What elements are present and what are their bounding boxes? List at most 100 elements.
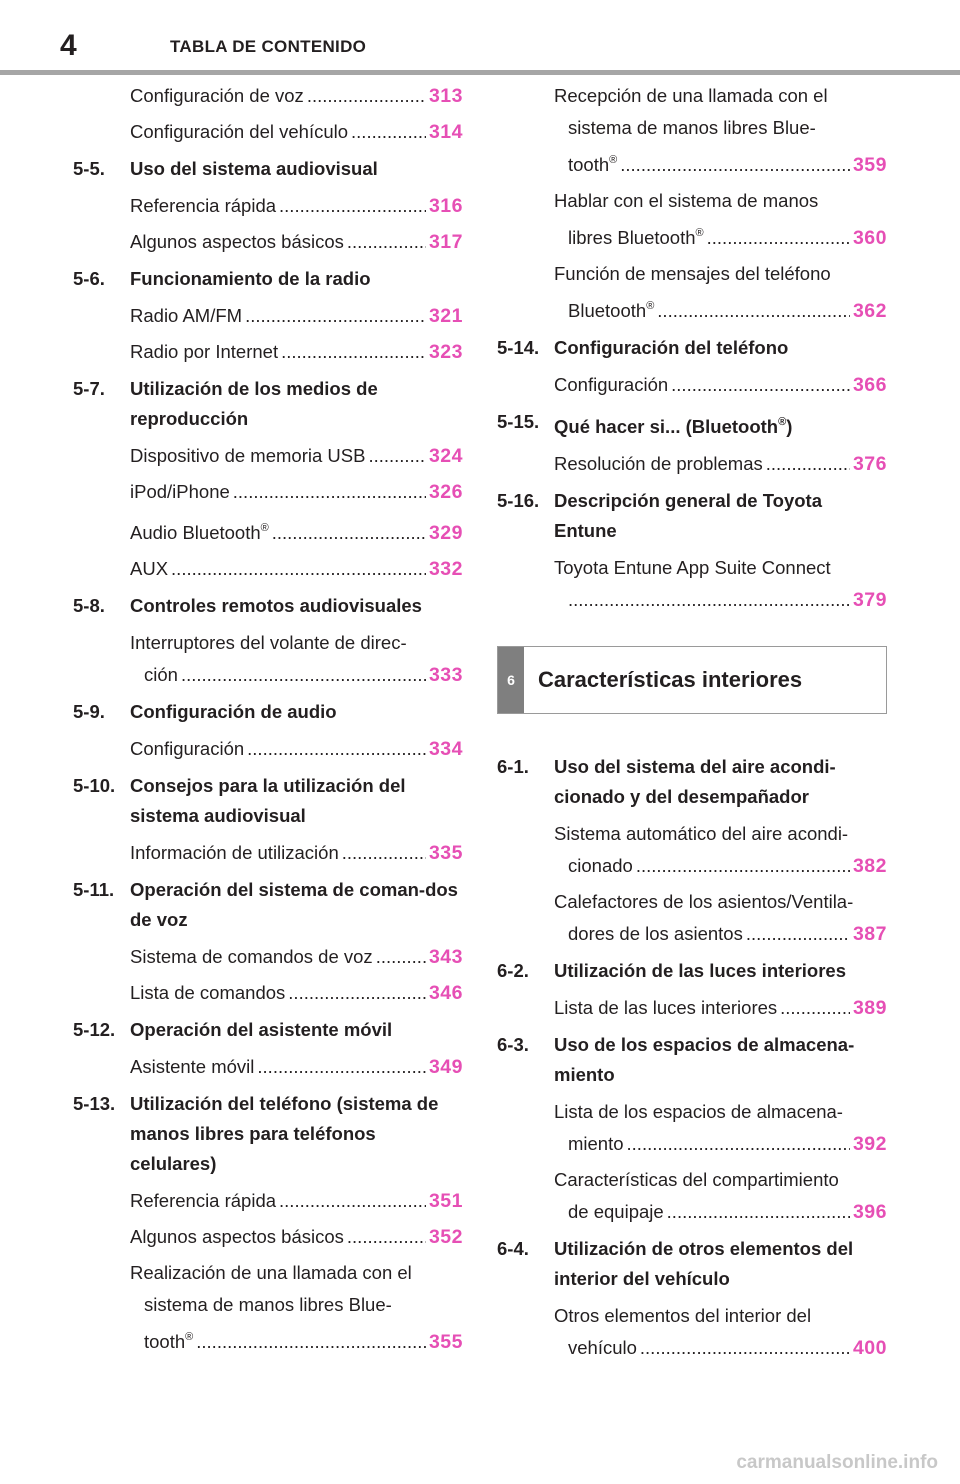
toc-entry[interactable]: Realización de una llamada con el sistem… [130, 1255, 463, 1360]
page-link[interactable]: 389 [852, 997, 887, 1019]
toc-section: 5-16.Descripción general de Toyota Entun… [497, 482, 887, 550]
toc-entry[interactable]: Sistema automático del aire acondi- cion… [554, 816, 887, 884]
toc-entry[interactable]: Radio AM/FM 321 [130, 298, 463, 334]
entry-text-cont: sistema de manos libres Blue- [568, 117, 816, 138]
entry-text: Sistema de comandos de voz [130, 946, 373, 967]
section-title: Operación del sistema de coman-dos de vo… [130, 879, 458, 930]
leader-dots [568, 584, 850, 616]
page-link[interactable]: 359 [852, 154, 887, 176]
page-link[interactable]: 351 [428, 1190, 463, 1212]
toc-entry[interactable]: Función de mensajes del teléfono Bluetoo… [554, 256, 887, 329]
page-link[interactable]: 314 [428, 121, 463, 143]
entry-text-main: Audio Bluetooth [130, 522, 261, 543]
page-link[interactable]: 355 [428, 1331, 463, 1353]
entry-text-cont: sistema de manos libres Blue- [144, 1294, 392, 1315]
entry-text: iPod/iPhone [130, 481, 230, 502]
page-link[interactable]: 317 [428, 231, 463, 253]
toc-section: 5-9.Configuración de audio [73, 693, 463, 731]
section-number: 6-4. [497, 1238, 529, 1259]
section-title: Uso del sistema audiovisual [130, 158, 378, 179]
page-link[interactable]: 321 [428, 305, 463, 327]
entry-text: Radio AM/FM [130, 305, 243, 326]
page-link[interactable]: 387 [852, 923, 887, 945]
registered-mark: ® [185, 1331, 194, 1343]
toc-entry[interactable]: Algunos aspectos básicos317 [130, 224, 463, 260]
page-link[interactable]: 382 [852, 855, 887, 877]
entry-text-cont: dores de los asientos [568, 923, 743, 944]
leader-dots [281, 336, 426, 368]
toc-entry[interactable]: Radio por Internet323 [130, 334, 463, 370]
entry-text-cont: miento [568, 1133, 624, 1154]
toc-entry[interactable]: Resolución de problemas376 [554, 446, 887, 482]
leader-dots [620, 149, 850, 181]
page-link[interactable]: 346 [428, 982, 463, 1004]
section-number: 5-5. [73, 158, 105, 179]
page-link[interactable]: 349 [428, 1056, 463, 1078]
toc-entry[interactable]: Configuración de voz313 [130, 78, 463, 114]
page-link[interactable]: 360 [852, 227, 887, 249]
page-link[interactable]: 326 [428, 481, 463, 503]
toc-entry[interactable]: Recepción de una llamada con el sistema … [554, 78, 887, 183]
page-link[interactable]: 316 [428, 195, 463, 217]
toc-entry[interactable]: Características del compartimiento de eq… [554, 1162, 887, 1230]
section-number: 5-9. [73, 701, 105, 722]
entry-text-main: tooth [568, 154, 610, 175]
section-number: 5-13. [73, 1093, 116, 1114]
toc-entry[interactable]: Configuración334 [130, 731, 463, 767]
page-link[interactable]: 396 [852, 1201, 887, 1223]
page-link[interactable]: 366 [852, 374, 887, 396]
section-title: Uso del sistema del aire acondi-cionado … [554, 756, 836, 807]
toc-entry[interactable]: Referencia rápida316 [130, 188, 463, 224]
toc-entry[interactable]: Calefactores de los asientos/Ventila- do… [554, 884, 887, 952]
leader-dots [657, 295, 850, 327]
leader-dots [257, 1051, 426, 1083]
page-link[interactable]: 334 [428, 738, 463, 760]
leader-dots [640, 1332, 850, 1364]
page-link[interactable]: 323 [428, 341, 463, 363]
page-link[interactable]: 329 [428, 522, 463, 544]
page-link[interactable]: 362 [852, 300, 887, 322]
toc-entry[interactable]: Dispositivo de memoria USB324 [130, 438, 463, 474]
page-link[interactable]: 400 [852, 1337, 887, 1359]
page-link[interactable]: 376 [852, 453, 887, 475]
page-link[interactable]: 392 [852, 1133, 887, 1155]
leader-dots [247, 733, 426, 765]
page-link[interactable]: 313 [428, 85, 463, 107]
entry-text: Recepción de una llamada con el [554, 85, 828, 106]
page-link[interactable]: 335 [428, 842, 463, 864]
page-link[interactable]: 343 [428, 946, 463, 968]
toc-entry[interactable]: Referencia rápida351 [130, 1183, 463, 1219]
leader-dots [342, 837, 426, 869]
toc-entry[interactable]: Lista de los espacios de almacena- mient… [554, 1094, 887, 1162]
entry-text-cont: tooth® [144, 1321, 193, 1358]
toc-entry[interactable]: Configuración del vehículo314 [130, 114, 463, 150]
registered-mark: ® [778, 416, 787, 428]
chapter-title: Características interiores [538, 667, 803, 692]
page-link[interactable]: 333 [428, 664, 463, 686]
page-link[interactable]: 324 [428, 445, 463, 467]
toc-entry[interactable]: AUX332 [130, 551, 463, 587]
page-link[interactable]: 332 [428, 558, 463, 580]
leader-dots [196, 1326, 426, 1358]
page-link[interactable]: 352 [428, 1226, 463, 1248]
toc-entry[interactable]: Audio Bluetooth®329 [130, 510, 463, 551]
toc-entry[interactable]: Información de utilización335 [130, 835, 463, 871]
toc-entry[interactable]: Algunos aspectos básicos352 [130, 1219, 463, 1255]
toc-entry[interactable]: Hablar con el sistema de manos libres Bl… [554, 183, 887, 256]
toc-entry[interactable]: Interruptores del volante de direc- ción… [130, 625, 463, 693]
toc-entry[interactable]: Lista de las luces interiores389 [554, 990, 887, 1026]
toc-entry[interactable]: Otros elementos del interior del vehícul… [554, 1298, 887, 1366]
toc-section: 5-14.Configuración del teléfono [497, 329, 887, 367]
page-header-title: TABLA DE CONTENIDO [170, 37, 367, 56]
toc-entry[interactable]: Lista de comandos346 [130, 975, 463, 1011]
section-title: Operación del asistente móvil [130, 1019, 393, 1040]
toc-entry[interactable]: Asistente móvil349 [130, 1049, 463, 1085]
leader-dots [307, 80, 426, 112]
toc-entry[interactable]: Configuración366 [554, 367, 887, 403]
entry-text: Función de mensajes del teléfono [554, 263, 831, 284]
page-link[interactable]: 379 [852, 589, 887, 611]
toc-column-right: Recepción de una llamada con el sistema … [497, 78, 887, 1366]
toc-entry[interactable]: Sistema de comandos de voz 343 [130, 939, 463, 975]
toc-entry[interactable]: Toyota Entune App Suite Connect 379 [554, 550, 887, 618]
toc-entry[interactable]: iPod/iPhone 326 [130, 474, 463, 510]
